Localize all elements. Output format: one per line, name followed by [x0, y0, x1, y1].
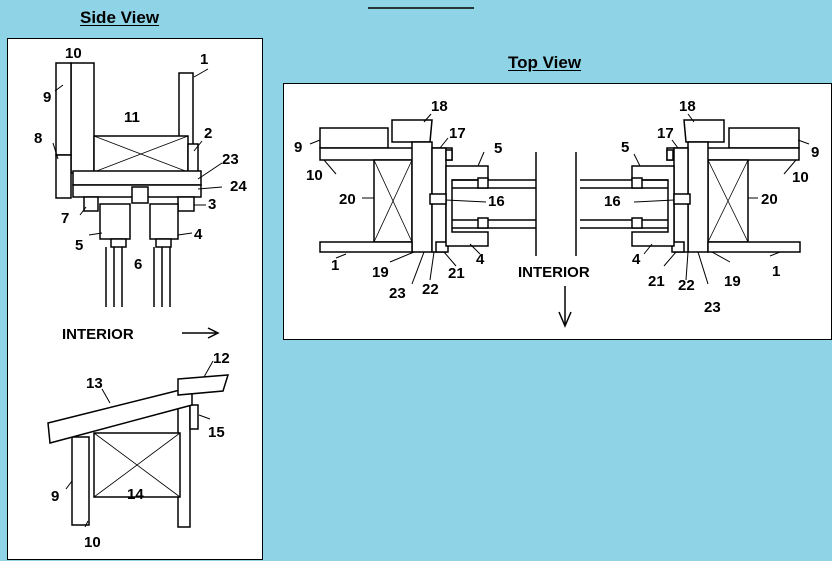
side-sheathing-left	[55, 62, 72, 156]
side-interior-label: INTERIOR	[62, 326, 134, 343]
top-left-glazing-top	[477, 177, 489, 189]
top-view-panel: 18 17 9 10 5 20 16 1 19 23 22 21 4 18 17…	[283, 83, 832, 340]
top-right-parting-16	[673, 193, 691, 205]
top-right-label-4: 4	[632, 251, 641, 268]
top-right-label-18: 18	[679, 98, 696, 115]
top-right-label-17: 17	[657, 125, 674, 142]
top-right-label-9: 9	[811, 144, 819, 161]
side-glazing-right	[155, 238, 172, 248]
top-left-label-17: 17	[449, 125, 466, 142]
side-label-10-top: 10	[65, 45, 82, 62]
top-right-sash-frame	[631, 165, 675, 247]
top-left-glazing-bottom	[477, 217, 489, 229]
top-right-stop-21	[671, 241, 685, 253]
side-jamb-23	[72, 170, 202, 186]
side-stop-3	[177, 196, 195, 212]
top-left-jamb-23	[411, 141, 433, 253]
side-sash-4	[149, 203, 179, 240]
top-right-casing-1	[707, 241, 801, 253]
top-left-label-20: 20	[339, 191, 356, 208]
top-right-label-16: 16	[604, 193, 621, 210]
side-label-4: 4	[194, 226, 203, 243]
top-left-label-16: 16	[488, 193, 505, 210]
side-label-1: 1	[200, 51, 208, 68]
top-right-label-1: 1	[772, 263, 780, 280]
top-left-parting-16	[429, 193, 447, 205]
side-stud-left	[70, 62, 95, 174]
top-left-label-9: 9	[294, 139, 302, 156]
side-stool-12	[177, 374, 230, 396]
side-view-panel: 10 1 9 11 8 2 23 24 7 3 4 5 6 INTERIOR 1…	[7, 38, 263, 560]
top-left-label-1: 1	[331, 257, 339, 274]
side-sash-5	[99, 203, 131, 240]
top-right-label-22: 22	[678, 277, 695, 294]
side-label-14: 14	[127, 486, 144, 503]
top-right-label-21: 21	[648, 273, 665, 290]
top-left-label-10: 10	[306, 167, 323, 184]
side-label-9-bottom: 9	[51, 488, 59, 505]
top-right-label-5: 5	[621, 139, 629, 156]
top-left-label-5: 5	[494, 140, 502, 157]
top-left-label-19: 19	[372, 264, 389, 281]
top-right-siding-9	[728, 127, 800, 149]
top-left-label-18: 18	[431, 98, 448, 115]
top-left-sash-frame	[445, 165, 489, 247]
side-label-5: 5	[75, 237, 83, 254]
side-label-11: 11	[124, 109, 140, 126]
top-right-glazing-bottom	[631, 217, 643, 229]
top-left-stud-18	[391, 119, 433, 143]
top-left-siding-9	[319, 127, 389, 149]
side-stud-bottom-left	[71, 436, 90, 526]
side-label-13: 13	[86, 375, 103, 392]
top-interior-label: INTERIOR	[518, 264, 590, 281]
cropped-heading-underline	[366, 0, 476, 10]
top-right-label-10: 10	[792, 169, 809, 186]
side-label-23: 23	[222, 151, 239, 168]
side-label-7: 7	[61, 210, 69, 227]
side-view-drawing: 10 1 9 11 8 2 23 24 7 3 4 5 6 INTERIOR 1…	[34, 45, 247, 551]
side-label-10-bottom: 10	[84, 534, 101, 551]
top-left-label-22: 22	[422, 281, 439, 298]
side-siding-8	[55, 154, 72, 199]
side-label-8: 8	[34, 130, 42, 147]
side-apron-15	[189, 404, 199, 430]
top-left-casing-1	[319, 241, 413, 253]
top-right-label-19: 19	[724, 273, 741, 290]
side-sill-13	[47, 386, 193, 444]
side-trim-7	[83, 196, 99, 212]
side-label-2: 2	[204, 125, 212, 142]
top-view-drawing: 18 17 9 10 5 20 16 1 19 23 22 21 4 18 17…	[294, 98, 819, 328]
side-view-title: Side View	[80, 8, 160, 27]
side-glazing-left	[110, 238, 127, 248]
side-label-9-top: 9	[43, 89, 51, 106]
side-label-3: 3	[208, 196, 216, 213]
top-right-stud-18	[683, 119, 725, 143]
top-left-stop-21	[435, 241, 449, 253]
top-right-label-20: 20	[761, 191, 778, 208]
top-view-title: Top View	[508, 53, 582, 72]
top-left-stop-17	[445, 149, 453, 161]
side-label-15: 15	[208, 424, 225, 441]
side-label-24: 24	[230, 178, 247, 195]
side-parting-6	[131, 186, 149, 204]
side-label-6: 6	[134, 256, 142, 273]
top-left-label-23: 23	[389, 285, 406, 302]
top-right-glazing-top	[631, 177, 643, 189]
top-right-jamb-23	[687, 141, 709, 253]
top-left-label-21: 21	[448, 265, 465, 282]
side-label-12: 12	[213, 350, 230, 367]
top-left-label-4: 4	[476, 251, 485, 268]
top-right-stop-17	[666, 149, 674, 161]
top-right-label-23: 23	[704, 299, 721, 316]
